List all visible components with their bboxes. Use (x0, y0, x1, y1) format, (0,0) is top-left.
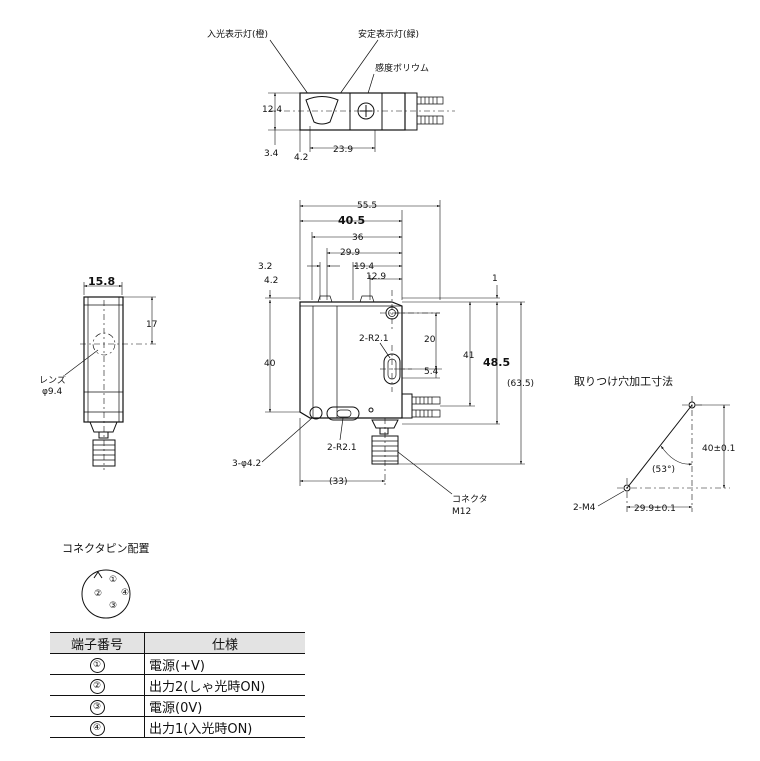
bottom-connector-neck (371, 419, 399, 429)
label-r21-bottom: 2-R2.1 (327, 443, 357, 453)
dim-48-5: 48.5 (483, 356, 510, 369)
label-holes: 3-φ4.2 (232, 459, 261, 469)
top-dim-offset: 4.2 (294, 153, 308, 163)
connector-face (81, 569, 131, 619)
top-volume-block (349, 92, 383, 131)
table-row: ② 出力2(しゃ光時ON) (50, 674, 305, 696)
side-dim-height: 17 (146, 320, 157, 330)
dim-19-4: 19.4 (354, 262, 374, 272)
top-dim-height: 12.4 (262, 105, 282, 115)
dim-5-4: 5.4 (424, 367, 439, 377)
dim-33: (33) (329, 477, 347, 487)
side-body-outline (83, 296, 124, 423)
side-view: 15.8 17 レンズ φ9.4 (39, 275, 158, 470)
pin-number: ③ (89, 699, 105, 715)
top-connector-thread (416, 96, 444, 125)
front-body-outline (299, 301, 403, 419)
lens-diameter: φ9.4 (42, 387, 63, 397)
hole-center-line (626, 404, 693, 489)
mount-dim-angle: (53°) (652, 465, 675, 475)
dim-40-5: 40.5 (338, 214, 365, 227)
top-body-outline (299, 92, 406, 131)
dim-20: 20 (424, 335, 436, 345)
dim-55-5: 55.5 (357, 201, 377, 211)
pin-number: ① (89, 657, 105, 673)
mounting-view: 取りつけ穴加工寸法 40±0.1 (53°) 29.9±0.1 2-M4 (573, 374, 735, 514)
pin-number: ④ (89, 720, 105, 736)
pin-3: ③ (109, 601, 117, 611)
mount-hole-left (309, 406, 323, 420)
dim-40: 40 (264, 359, 276, 369)
top-dim-width: 23.9 (333, 145, 353, 155)
pin-spec: 電源(0V) (144, 695, 305, 717)
volume-label: 感度ボリウム (375, 62, 429, 74)
side-dim-width: 15.8 (88, 275, 115, 288)
input-led-label: 入光表示灯(橙) (207, 28, 268, 40)
pin-1: ① (109, 575, 117, 585)
pin-2: ② (94, 589, 102, 599)
top-view: 入光表示灯(橙) 安定表示灯(緑) 感度ボリウム 12.4 3.4 4.2 23… (207, 28, 455, 163)
dim-41: 41 (463, 351, 474, 361)
table-row: ④ 出力1(入光時ON) (50, 716, 305, 738)
header-pin-number: 端子番号 (50, 632, 145, 654)
side-connector-stub (401, 393, 413, 419)
stable-led-label: 安定表示灯(緑) (358, 28, 419, 40)
pin-number: ② (89, 678, 105, 694)
dim-1: 1 (492, 274, 498, 284)
label-r21-top: 2-R2.1 (359, 334, 389, 344)
header-spec: 仕様 (144, 632, 305, 654)
side-connector (92, 439, 116, 467)
table-row: ③ 電源(0V) (50, 695, 305, 717)
top-connector-base (404, 92, 418, 131)
led-window (305, 96, 339, 125)
dim-63-5: (63.5) (507, 379, 534, 389)
dim-29-9: 29.9 (340, 248, 360, 258)
dim-12-9: 12.9 (366, 272, 386, 282)
top-dim-bottom: 3.4 (264, 149, 279, 159)
mount-dim-29-9: 29.9±0.1 (634, 504, 676, 514)
mount-thread-label: 2-M4 (573, 503, 596, 513)
pin-assignment-table: 端子番号 仕様 ① 電源(+V) ② 出力2(しゃ光時ON) ③ 電源(0V) … (50, 632, 305, 738)
lens-label: レンズ (39, 374, 66, 386)
side-connector-thread (411, 396, 441, 418)
small-indicator (368, 407, 374, 413)
pin-4: ④ (121, 588, 129, 598)
dim-3-2: 3.2 (258, 262, 272, 272)
pin-diagram-title: コネクタピン配置 (62, 542, 150, 555)
connector-label: コネクタ (452, 494, 488, 505)
mount-hole-lower (623, 484, 631, 492)
table-header-row: 端子番号 仕様 (50, 632, 305, 654)
pin-diagram: コネクタピン配置 ① ② ③ ④ (62, 542, 150, 619)
front-view: 55.5 40.5 36 29.9 3.2 19.4 12.9 4.2 1 40 (232, 200, 534, 517)
mount-dim-40: 40±0.1 (702, 444, 735, 454)
dim-4-2: 4.2 (264, 276, 278, 286)
table-row: ① 電源(+V) (50, 653, 305, 675)
pin-spec: 電源(+V) (144, 653, 305, 675)
mounting-title: 取りつけ穴加工寸法 (574, 374, 673, 388)
dim-36: 36 (352, 233, 364, 243)
connector-type: M12 (452, 507, 471, 517)
side-connector-neck (89, 421, 118, 433)
pin-spec: 出力1(入光時ON) (144, 716, 305, 738)
pin-spec: 出力2(しゃ光時ON) (144, 674, 305, 696)
